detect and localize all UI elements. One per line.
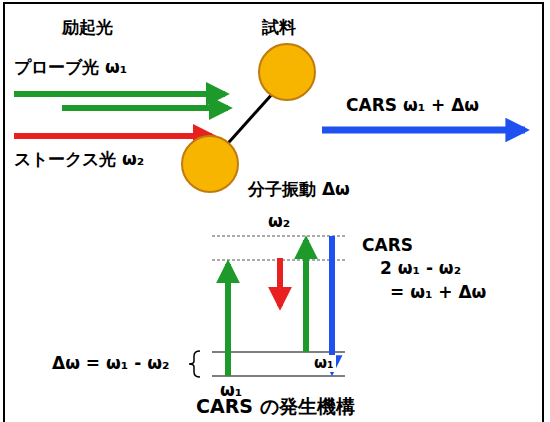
molecule: [182, 44, 315, 192]
section-heading: 励起光: [62, 18, 113, 38]
signal-label: CARS: [362, 236, 413, 256]
frequency-label: ω₂: [268, 212, 290, 232]
vibration-label: 分子振動 Δω: [248, 180, 350, 200]
equation: 2 ω₁ - ω₂: [380, 259, 461, 279]
energy-diagram: [189, 236, 345, 377]
excitation-beams: [14, 94, 525, 136]
equation: Δω = ω₁ - ω₂: [52, 354, 169, 374]
beam-label: ストークス光 ω₂: [14, 150, 144, 170]
equation: = ω₁ + Δω: [390, 283, 486, 303]
section-heading: 試料: [262, 18, 296, 38]
beam-label: CARS ω₁ + Δω: [346, 96, 479, 116]
caption: CARS の発生機構: [196, 396, 355, 418]
brace: [189, 351, 200, 377]
beam-label: プローブ光 ω₁: [14, 58, 127, 78]
frame: [4, 3, 543, 422]
frequency-label: ω₁: [312, 355, 336, 372]
